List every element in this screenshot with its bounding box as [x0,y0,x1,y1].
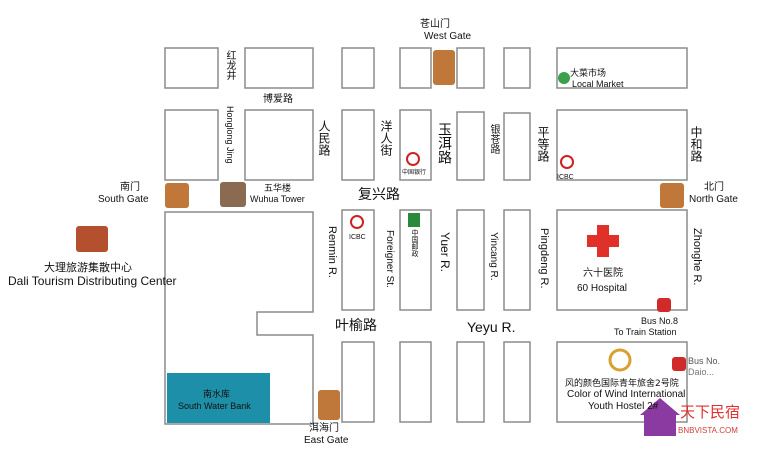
bus-partial-name: Bus No. [688,356,721,366]
hospital-en: 60 Hospital [577,283,628,294]
icbc-label-2: ICBC [557,174,574,181]
boc-icon [406,152,420,166]
market-en: Local Market [572,79,624,89]
post-label: 中国邮政 [411,229,419,257]
icbc-label: ICBC [349,234,366,241]
tourism-center-cn: 大理旅游集散中心 [44,261,132,274]
hostel-en-2: Youth Hostel 2# [588,401,659,412]
renmin-road-en: Renmin R. [326,226,338,278]
icbc-icon [350,215,364,229]
tourism-center-en: Dali Tourism Distributing Center [8,274,177,288]
old-town-block [164,211,314,425]
east-gate-en: East Gate [304,435,349,446]
south-water-bank-lake [167,373,270,423]
boai-road: 博爱路 [263,94,293,105]
pingdeng-road-en: Pingdeng R. [538,228,550,289]
pingdeng-road-cn: 平等路 [536,126,550,162]
zhonghe-road-cn: 中和路 [689,126,703,162]
watermark-cn: 天下民宿 [680,403,741,421]
wuhua-en: Wuhua Tower [250,194,305,204]
north-gate-en: North Gate [689,194,738,205]
south-gate-en: South Gate [98,194,149,205]
north-gate-cn: 北门 [704,182,724,193]
row-3 [164,209,688,425]
fuxing-road: 复兴路 [358,187,400,203]
lake-cn: 南水库 [203,390,231,400]
south-gate-cn: 南门 [120,182,140,193]
yeyu-road-en: Yeyu R. [467,319,516,335]
wuhua-cn: 五华楼 [264,184,292,194]
yincang-road-cn: 银苍路 [488,124,499,154]
post-icon [408,213,420,227]
row-1 [164,47,688,89]
yincang-road-en: Yincang R. [488,232,499,281]
yangren-street-cn: 洋人街 [379,120,393,156]
bus-icon [657,298,671,312]
yeyu-road-cn: 叶榆路 [335,318,377,334]
bus-icon-2 [672,357,686,371]
zhonghe-road-en: Zhonghe R. [691,228,703,286]
bus8-dest: To Train Station [614,327,677,337]
market-cn: 大菜市场 [570,69,607,79]
gate-icons [76,50,684,420]
honglongjing-cn: 红龙井 [224,50,235,80]
watermark-en: BNBVISTA.COM [678,426,738,435]
lake-en: South Water Bank [178,401,251,411]
bus-partial-dest: Daio... [688,367,715,377]
west-gate-cn: 苍山门 [420,19,450,30]
market-icon [558,72,570,84]
honglongjing-en: Honglong Jing [225,106,235,164]
yuer-road-cn: 玉洱路 [436,122,452,164]
bus8-name: Bus No.8 [641,316,679,326]
hospital-cross-icon [587,225,619,257]
boc-label: 中国银行 [402,169,427,176]
hospital-cn: 六十医院 [583,268,623,279]
row-2 [164,109,688,181]
east-gate-cn: 洱海门 [309,423,339,434]
icbc-icon-2 [560,155,574,169]
hostel-logo-icon [608,348,632,372]
west-gate-en: West Gate [424,31,472,42]
watermark-house-icon [640,398,680,436]
hostel-cn: 风的颜色国际青年旅舍2号院 [565,379,679,389]
renmin-road-cn: 人民路 [317,120,331,156]
foreigner-street-en: Foreigner St. [384,230,395,288]
yuer-road-en: Yuer R. [438,232,452,273]
hostel-en-1: Color of Wind International [567,389,686,400]
